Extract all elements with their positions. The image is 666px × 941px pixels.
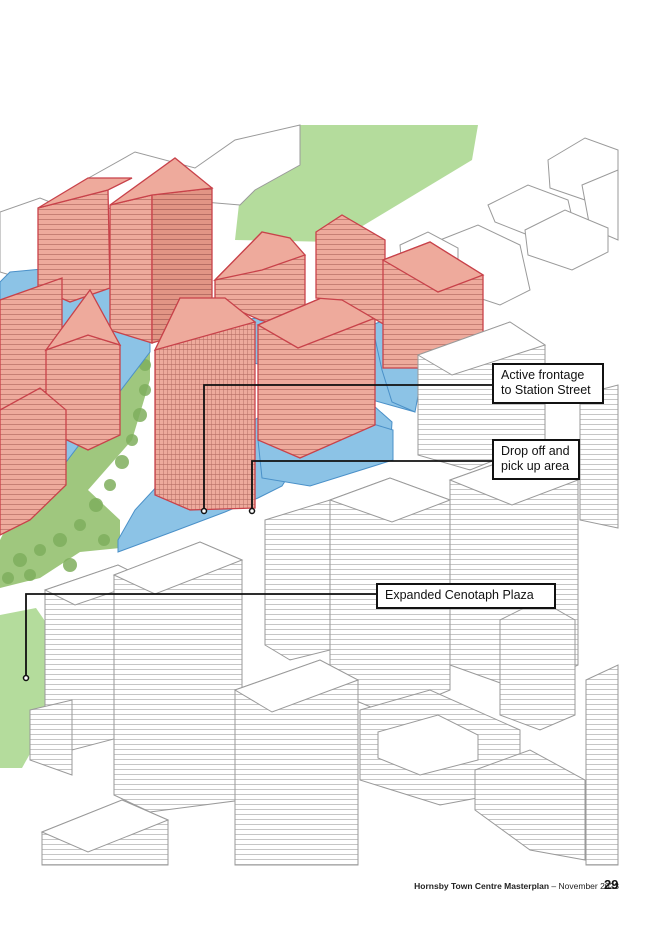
existing-building-mid (264, 499, 331, 661)
footer-separator: – (549, 881, 559, 891)
leader-dot-cenotaph (22, 674, 30, 682)
callout-cenotaph: Expanded Cenotaph Plaza (376, 583, 556, 609)
leader-dot-active-frontage (200, 507, 208, 515)
proposed-building-7 (153, 297, 257, 511)
callout-cenotaph-line1: Expanded Cenotaph Plaza (385, 588, 534, 602)
existing-tower-southeast-2 (499, 599, 576, 731)
footer-title: Hornsby Town Centre Masterplan (414, 881, 550, 891)
leader-active-frontage (203, 384, 492, 511)
leader-lines (25, 384, 492, 678)
proposed-buildings (0, 157, 485, 536)
proposed-building-6 (213, 231, 307, 331)
existing-tower-southwest (112, 541, 244, 813)
existing-tower-southeast (585, 664, 619, 866)
leader-drop-off (251, 460, 492, 511)
page-footer: Hornsby Town Centre Masterplan – Novembe… (414, 881, 619, 891)
leader-dots (22, 507, 256, 682)
proposed-building-5 (0, 387, 67, 536)
callout-active-frontage: Active frontage to Station Street (492, 363, 604, 404)
trees (2, 359, 151, 584)
callout-drop-off-line2: pick up area (501, 459, 570, 473)
callout-drop-off-line1: Drop off and (501, 444, 570, 458)
existing-podium-southeast (474, 749, 586, 861)
leader-dot-drop-off (248, 507, 256, 515)
leader-cenotaph (25, 593, 376, 678)
existing-building-southwest-low (40, 799, 170, 866)
page-number: 29 (604, 877, 619, 892)
footer-date: November 2023 (558, 881, 619, 891)
existing-tower-east (416, 321, 547, 471)
callout-active-frontage-line2: to Station Street (501, 383, 591, 397)
callout-drop-off: Drop off and pick up area (492, 439, 580, 480)
callout-active-frontage-line1: Active frontage (501, 368, 585, 382)
existing-podium-west (29, 699, 73, 776)
existing-buildings-south (29, 321, 619, 866)
existing-tower-far-east (579, 384, 619, 529)
existing-tower-south (233, 659, 360, 866)
